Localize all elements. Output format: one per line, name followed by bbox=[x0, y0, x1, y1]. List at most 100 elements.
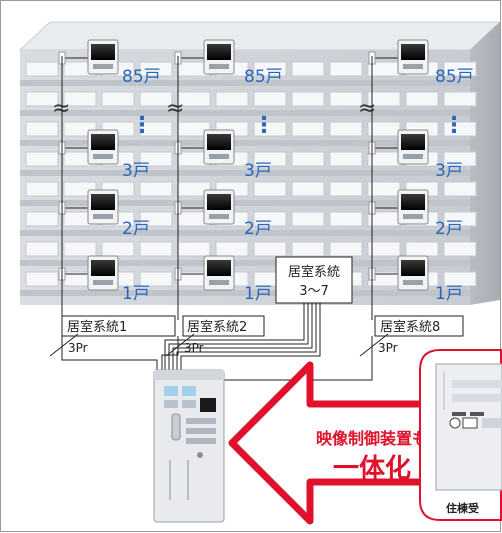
arrow-line1: 映像制御装置も bbox=[316, 429, 428, 448]
window bbox=[139, 61, 173, 77]
floor-band bbox=[20, 200, 470, 206]
vertical-ellipses: ⋮ ⋮ ⋮ bbox=[131, 113, 465, 138]
window bbox=[253, 241, 287, 257]
middle-system-line2: 3〜7 bbox=[299, 284, 329, 299]
intercom-screen bbox=[91, 194, 115, 210]
window bbox=[25, 61, 59, 77]
window bbox=[291, 241, 325, 257]
system-label-1: 居室系統1 bbox=[67, 319, 127, 335]
window bbox=[329, 151, 363, 167]
window bbox=[443, 241, 477, 257]
arrow-line2: 一体化 bbox=[333, 454, 411, 484]
intercom-buttons bbox=[93, 154, 113, 159]
system-box-1 bbox=[61, 315, 176, 337]
window bbox=[139, 271, 173, 287]
window bbox=[291, 91, 325, 107]
floor-label: 2戸 bbox=[435, 219, 463, 239]
intercom-units bbox=[58, 39, 429, 291]
window bbox=[329, 121, 363, 137]
window bbox=[139, 151, 173, 167]
window bbox=[177, 241, 211, 257]
window bbox=[253, 121, 287, 137]
floor-label: 85戸 bbox=[122, 67, 161, 87]
window bbox=[253, 181, 287, 197]
floor-label: 1戸 bbox=[122, 284, 150, 304]
window bbox=[329, 211, 363, 227]
floor-band bbox=[20, 140, 470, 146]
window bbox=[215, 91, 249, 107]
window bbox=[329, 181, 363, 197]
intercom-buttons bbox=[403, 154, 423, 159]
floor-label: 1戸 bbox=[435, 284, 463, 304]
middle-system-line1: 居室系統 bbox=[288, 264, 340, 280]
intercom-screen bbox=[91, 44, 115, 60]
window bbox=[443, 151, 477, 167]
floor-band bbox=[20, 230, 470, 236]
intercom-buttons bbox=[209, 64, 229, 69]
floor-label: 3戸 bbox=[122, 161, 150, 181]
floor-label: 2戸 bbox=[244, 219, 272, 239]
window bbox=[291, 121, 325, 137]
floor-band bbox=[20, 80, 470, 86]
window bbox=[101, 241, 135, 257]
floor-band bbox=[20, 290, 470, 296]
floor-label: 3戸 bbox=[244, 161, 272, 181]
window bbox=[443, 271, 477, 287]
window bbox=[291, 211, 325, 227]
window bbox=[367, 181, 401, 197]
pair-ticks bbox=[49, 333, 389, 357]
window bbox=[25, 121, 59, 137]
control-unit bbox=[153, 369, 225, 523]
window bbox=[253, 211, 287, 227]
floor-band bbox=[20, 110, 470, 116]
intercom-screen bbox=[207, 44, 231, 60]
intercom-buttons bbox=[93, 64, 113, 69]
riser-wires bbox=[61, 56, 373, 320]
intercom-screen bbox=[207, 260, 231, 276]
window bbox=[329, 241, 363, 257]
window bbox=[215, 241, 249, 257]
break-mark: ≈ bbox=[52, 96, 70, 121]
vertical-ellipsis: ⋮ bbox=[131, 113, 153, 138]
receiver-label: 住棟受 bbox=[446, 501, 479, 515]
housing-receiver bbox=[435, 363, 502, 491]
intercom-screen bbox=[401, 44, 425, 60]
window bbox=[367, 121, 401, 137]
floor-band bbox=[20, 170, 470, 176]
intercom-buttons bbox=[209, 154, 229, 159]
middle-system-box bbox=[275, 256, 353, 304]
intercom-buttons bbox=[403, 214, 423, 219]
window bbox=[291, 61, 325, 77]
intercom-buttons bbox=[403, 64, 423, 69]
window bbox=[443, 61, 477, 77]
window bbox=[253, 61, 287, 77]
window bbox=[139, 121, 173, 137]
window bbox=[101, 91, 135, 107]
vertical-ellipsis: ⋮ bbox=[253, 113, 275, 138]
window bbox=[63, 91, 97, 107]
floor-label: 85戸 bbox=[435, 67, 474, 87]
break-mark: ≈ bbox=[166, 96, 184, 121]
intercom-buttons bbox=[209, 280, 229, 285]
window bbox=[25, 181, 59, 197]
break-mark: ≈ bbox=[358, 96, 376, 121]
window bbox=[329, 91, 363, 107]
window bbox=[25, 211, 59, 227]
intercom-buttons bbox=[93, 280, 113, 285]
window bbox=[443, 181, 477, 197]
floor-labels: 85戸 85戸 85戸 3戸 3戸 3戸 2戸 2戸 2戸 1戸 1戸 1戸 bbox=[122, 67, 474, 304]
window bbox=[253, 91, 287, 107]
intercom-screen bbox=[91, 260, 115, 276]
window bbox=[139, 91, 173, 107]
window bbox=[443, 211, 477, 227]
control-wiring bbox=[61, 303, 373, 381]
system-box-2 bbox=[182, 315, 265, 337]
window bbox=[25, 271, 59, 287]
intercom-screen bbox=[401, 260, 425, 276]
window bbox=[253, 151, 287, 167]
window bbox=[443, 121, 477, 137]
pair-label-8: 3Pr bbox=[378, 341, 398, 355]
window bbox=[367, 241, 401, 257]
